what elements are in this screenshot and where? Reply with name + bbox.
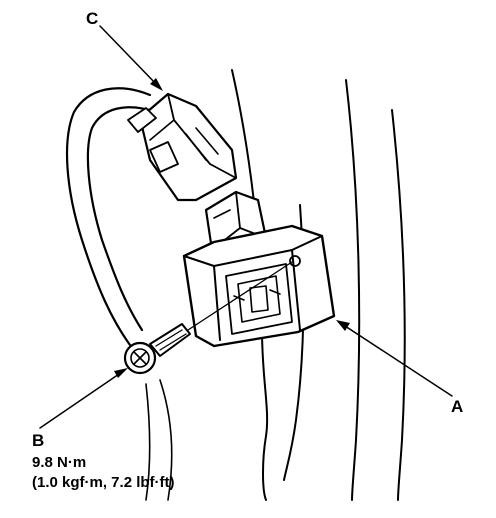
leader-arrow-b — [39, 368, 128, 429]
leader-arrow-a — [336, 320, 453, 397]
callout-a-label: A — [451, 397, 463, 416]
callout-c-label: C — [86, 9, 98, 28]
sensor-bracket-a — [182, 224, 336, 348]
harness-connector-c — [127, 92, 238, 202]
wire-harness — [65, 87, 173, 501]
torque-spec-imperial: (1.0 kgf·m, 7.2 lbf·ft) — [32, 474, 175, 491]
torque-spec-nm: 9.8 N·m — [32, 454, 86, 471]
mounting-bolt-b — [123, 323, 191, 375]
bolt-alignment-line — [187, 261, 293, 331]
leader-arrow-c — [99, 25, 163, 91]
callout-b-label: B — [32, 431, 44, 450]
